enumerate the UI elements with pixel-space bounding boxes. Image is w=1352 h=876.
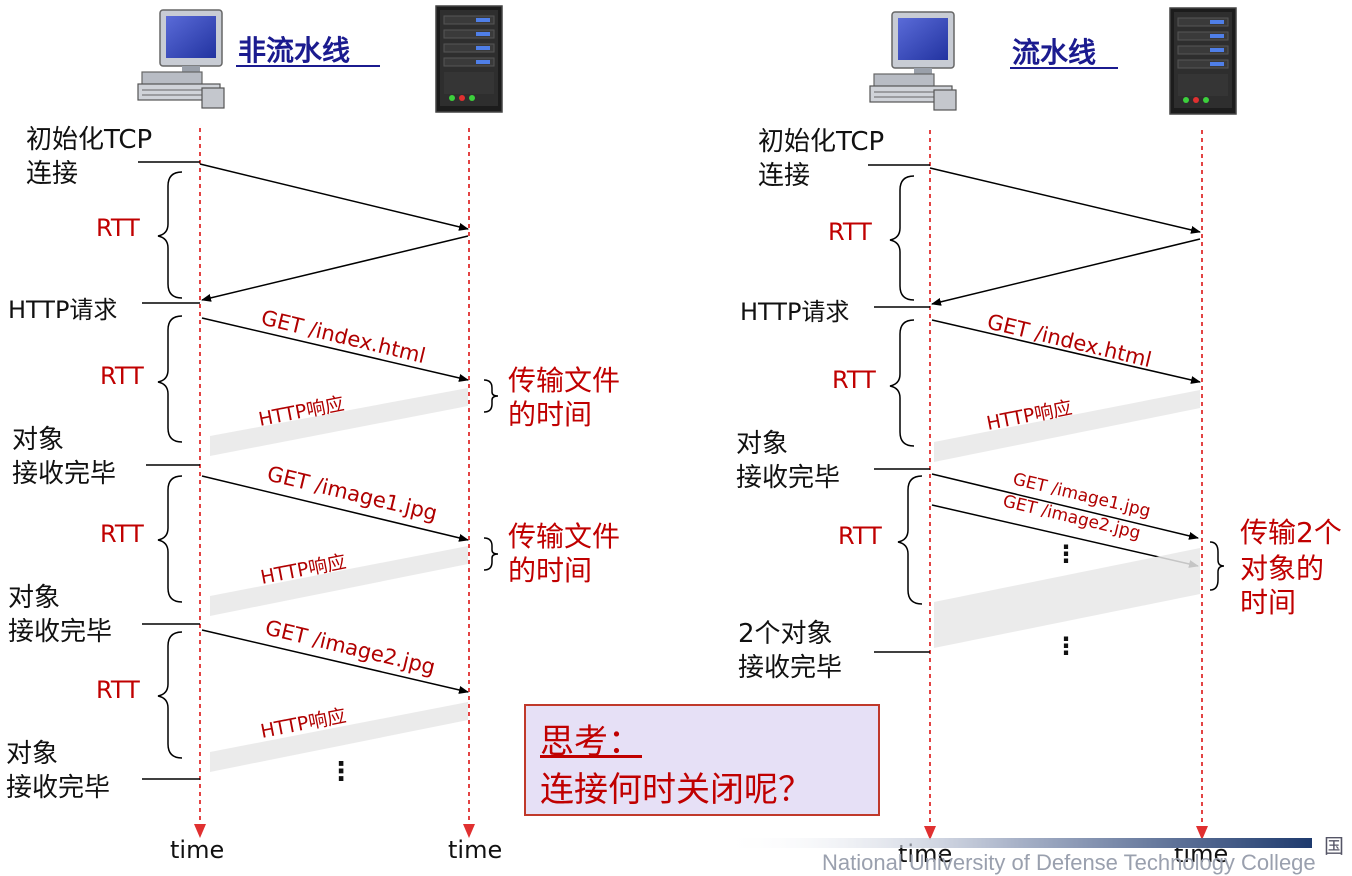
object-received-label-1b: 接收完毕	[12, 459, 116, 489]
synack-arrow	[201, 235, 469, 302]
transfer-label-1: 传输文件	[508, 364, 620, 397]
request-label-1: GET /index.html	[985, 310, 1154, 373]
response-band-1	[210, 388, 468, 456]
http-request-label: HTTP请求	[8, 296, 117, 324]
rtt-brace-3	[157, 475, 183, 603]
transfer-label-1b: 的时间	[508, 398, 592, 431]
right-panel: 流水线 time time 初始化TCP 连接 HTTP请求 对象 接收完毕 2…	[736, 7, 1342, 865]
rtt-label-4: RTT	[96, 676, 140, 704]
transfer-label: 传输2个	[1240, 516, 1342, 549]
request-arrow-2	[931, 473, 1199, 540]
syn-arrow	[199, 163, 469, 231]
object-received-label-3: 对象	[6, 739, 58, 769]
rtt-label-2: RTT	[832, 366, 876, 394]
right-ellipsis-2: ⋮	[1054, 632, 1078, 660]
left-ellipsis: ⋮	[328, 757, 354, 787]
rtt-brace-2	[889, 319, 915, 447]
rtt-brace-3	[897, 475, 923, 605]
request-arrow-3	[201, 629, 469, 694]
transfer-brace	[1209, 541, 1225, 591]
time-label-server: time	[448, 836, 502, 864]
request-arrow-2	[201, 475, 469, 542]
footer-logo-glyph: 国	[1324, 834, 1344, 858]
object-received-label-3b: 接收完毕	[6, 773, 110, 803]
request-arrow-1	[931, 319, 1201, 384]
objects-received-label-2b: 接收完毕	[738, 653, 842, 683]
init-tcp-label-2: 连接	[26, 159, 78, 189]
request-arrow-1	[201, 317, 469, 382]
rtt-label-3: RTT	[100, 520, 144, 548]
think-box: 思考： 连接何时关闭呢？	[524, 704, 880, 816]
right-ellipsis-1: ⋮	[1054, 540, 1078, 568]
transfer-label-2b: 的时间	[508, 554, 592, 587]
rtt-brace-4	[157, 631, 183, 759]
rtt-brace-1	[889, 175, 915, 301]
request-label-2: GET /image1.jpg	[265, 462, 440, 526]
transfer-label-b: 对象的	[1240, 552, 1324, 585]
object-received-label-1: 对象	[736, 429, 788, 459]
footer-text: National University of Defense Technolog…	[822, 850, 1316, 875]
transfer-label-2: 传输文件	[508, 520, 620, 553]
object-received-label-2b: 接收完毕	[8, 617, 112, 647]
request-label-3: GET /image2.jpg	[263, 616, 438, 680]
rtt-label-1: RTT	[96, 214, 140, 242]
rtt-label-1: RTT	[828, 218, 872, 246]
object-received-label-2: 对象	[8, 583, 60, 613]
think-title: 思考：	[540, 722, 642, 762]
object-received-label-1b: 接收完毕	[736, 463, 840, 493]
http-request-label: HTTP请求	[740, 298, 849, 326]
request-arrow-3	[931, 504, 1199, 568]
response-band-3	[210, 702, 468, 772]
init-tcp-label-2: 连接	[758, 161, 810, 191]
objects-received-label-2: 2个对象	[738, 619, 833, 649]
rtt-label-3: RTT	[838, 522, 882, 550]
rtt-brace-2	[157, 315, 183, 443]
transfer-brace-1	[483, 379, 499, 413]
client-computer-icon	[869, 11, 957, 111]
object-received-label-1: 对象	[12, 425, 64, 455]
left-title: 非流水线	[238, 34, 350, 67]
syn-arrow	[929, 167, 1201, 234]
synack-arrow	[931, 238, 1201, 306]
transfer-brace-2	[483, 537, 499, 571]
think-question: 连接何时关闭呢？	[540, 770, 812, 810]
response-band-2	[934, 548, 1200, 648]
response-band-1	[934, 390, 1200, 462]
response-band-2	[210, 546, 468, 616]
transfer-label-c: 时间	[1240, 586, 1296, 619]
init-tcp-label: 初始化TCP	[26, 125, 152, 155]
server-icon	[1169, 7, 1237, 115]
time-label-client: time	[170, 836, 224, 864]
right-title: 流水线	[1012, 36, 1096, 69]
client-computer-icon	[137, 9, 225, 109]
left-panel: 非流水线 time time 初始化TCP 连接 HTTP请求 对象 接收完毕 …	[6, 5, 620, 864]
footer-bar	[720, 838, 1312, 848]
server-icon	[435, 5, 503, 113]
rtt-brace-1	[157, 171, 183, 299]
init-tcp-label: 初始化TCP	[758, 127, 884, 157]
rtt-label-2: RTT	[100, 362, 144, 390]
